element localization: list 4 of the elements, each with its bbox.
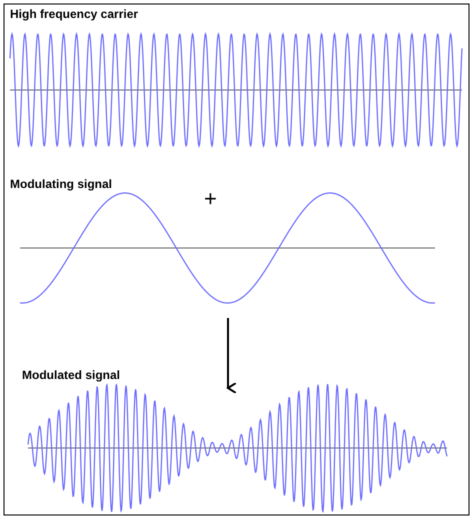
plus-sign: +	[204, 186, 217, 212]
wave-label: Modulated signal	[22, 368, 120, 382]
wave-label: Modulating signal	[10, 177, 112, 191]
wave-label: High frequency carrier	[10, 7, 138, 21]
